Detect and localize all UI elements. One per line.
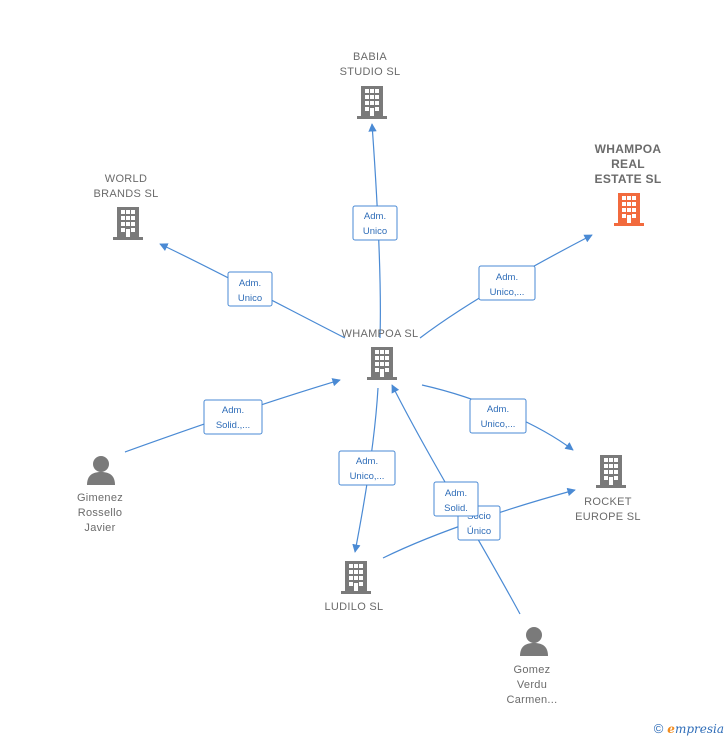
edge-label-line: Solid.,...: [216, 420, 250, 431]
node-label: REAL: [611, 157, 645, 171]
edges: [124, 123, 593, 615]
node-label: LUDILO SL: [325, 601, 384, 613]
person-icon: [87, 456, 115, 485]
edge-label-line: Adm.: [356, 456, 378, 467]
edge-label-e2[interactable]: Adm. Unico: [227, 271, 273, 307]
node-label: Carmen...: [507, 694, 558, 706]
node-label: Gomez: [514, 664, 551, 676]
edge-label-line: Adm.: [445, 488, 467, 499]
node-world[interactable]: WORLD BRANDS SL: [93, 173, 158, 240]
node-babia[interactable]: BABIA STUDIO SL: [340, 51, 401, 119]
edge-label-line: Unico,...: [350, 471, 385, 482]
copyright-icon: ©: [653, 721, 664, 736]
node-label: WHAMPOA: [595, 142, 662, 156]
edge-label-line: Adm.: [496, 272, 518, 283]
node-whampoa[interactable]: WHAMPOA SL: [342, 328, 419, 380]
edge-label-line: Adm.: [364, 211, 386, 222]
node-label: BRANDS SL: [93, 188, 158, 200]
node-label: Verdu: [517, 679, 547, 691]
edge-label-e5[interactable]: Adm. Unico,...: [469, 398, 527, 434]
brand-name: mpresia: [674, 722, 724, 736]
node-label: STUDIO SL: [340, 66, 401, 78]
building-icon: [614, 193, 644, 226]
person-icon: [520, 627, 548, 656]
node-realest[interactable]: WHAMPOA REAL ESTATE SL: [595, 142, 662, 226]
node-label: Rossello: [78, 507, 123, 519]
node-label: ROCKET: [584, 496, 632, 508]
building-icon: [596, 455, 626, 488]
building-icon: [367, 347, 397, 380]
node-gomez[interactable]: Gomez Verdu Carmen...: [507, 627, 558, 706]
edge-label-e6[interactable]: Adm. Unico,...: [338, 450, 396, 486]
node-label: Gimenez: [77, 492, 123, 504]
node-ludilo[interactable]: LUDILO SL: [325, 561, 384, 613]
edge-label-e1[interactable]: Adm. Unico: [352, 205, 398, 241]
edge-label-line: Unico: [363, 226, 387, 237]
edge-label-line: Adm.: [239, 278, 261, 289]
edge-label-line: Adm.: [222, 405, 244, 416]
brand-initial: e: [667, 722, 675, 736]
node-label: WHAMPOA SL: [342, 328, 419, 340]
edge-label-e7[interactable]: Adm. Solid.: [433, 481, 479, 517]
edge-label-line: Único: [467, 526, 491, 537]
edge-label-line: Unico,...: [481, 419, 516, 430]
edge-label-line: Unico: [238, 293, 262, 304]
edge-label-line: Adm.: [487, 404, 509, 415]
node-label: WORLD: [105, 173, 147, 185]
building-icon: [357, 86, 387, 119]
node-label: BABIA: [353, 51, 387, 63]
footer-brand[interactable]: ©empresia: [654, 721, 724, 736]
building-icon: [113, 207, 143, 240]
edge-label-e4[interactable]: Adm. Solid.,...: [203, 399, 263, 435]
node-label: Javier: [84, 522, 115, 534]
edge-label-line: Socio: [467, 511, 491, 522]
edge-label-line: Unico,...: [490, 287, 525, 298]
edge-label-line: Solid.: [444, 503, 468, 514]
node-gimenez[interactable]: Gimenez Rossello Javier: [77, 456, 123, 534]
edge-label-e3[interactable]: Adm. Unico,...: [478, 265, 536, 301]
node-label: ESTATE SL: [595, 172, 662, 186]
node-label: EUROPE SL: [575, 511, 641, 523]
node-rocket[interactable]: ROCKET EUROPE SL: [575, 455, 641, 523]
building-icon: [341, 561, 371, 594]
